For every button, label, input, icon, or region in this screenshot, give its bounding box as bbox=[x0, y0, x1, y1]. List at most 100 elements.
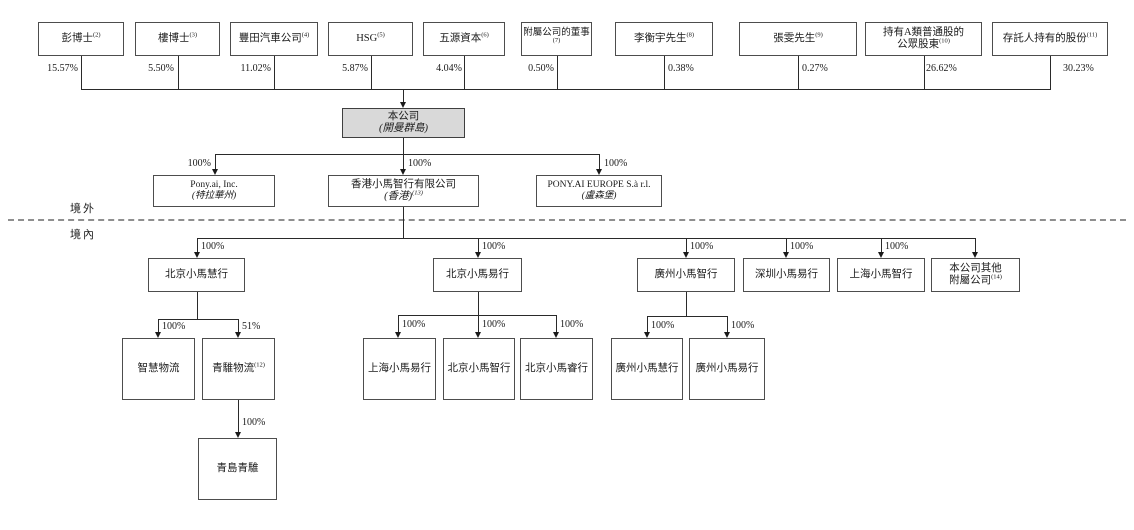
ownership-pct: 5.87% bbox=[342, 63, 368, 74]
subsidiary-box-zhihui-logistics: 智慧物流 bbox=[122, 338, 195, 400]
connector-line bbox=[398, 315, 399, 332]
ownership-pct: 100% bbox=[187, 158, 211, 169]
ownership-pct: 100% bbox=[560, 319, 584, 330]
arrowhead-icon bbox=[552, 332, 559, 338]
ownership-pct: 30.23% bbox=[1063, 63, 1094, 74]
ownership-pct: 100% bbox=[885, 241, 909, 252]
connector-line bbox=[686, 238, 687, 252]
connector-line bbox=[1050, 56, 1051, 89]
subsidiary-box-beijing-zhixing: 北京小馬智行 bbox=[443, 338, 515, 400]
ownership-pct: 100% bbox=[482, 319, 506, 330]
connector-line bbox=[464, 56, 465, 89]
ownership-pct: 5.50% bbox=[148, 63, 174, 74]
subsidiary-box-europe: PONY.AI EUROPE S.à r.l. (盧森堡) bbox=[536, 175, 662, 207]
connector-line bbox=[81, 56, 82, 89]
ownership-pct: 11.02% bbox=[240, 63, 271, 74]
company-box: 本公司 (開曼群島) bbox=[342, 108, 465, 138]
shareholder-box-zhangwen: 張雯先生(9) bbox=[739, 22, 857, 56]
connector-line bbox=[158, 319, 239, 320]
arrowhead-icon bbox=[394, 332, 401, 338]
connector-line bbox=[798, 56, 799, 89]
subsidiary-box-hongkong: 香港小馬智行有限公司 (香港)(13) bbox=[328, 175, 479, 207]
connector-line bbox=[403, 154, 404, 169]
connector-line bbox=[197, 292, 198, 319]
connector-line bbox=[478, 292, 479, 315]
connector-line bbox=[664, 56, 665, 89]
arrowhead-icon bbox=[474, 252, 481, 258]
arrowhead-icon bbox=[211, 169, 218, 175]
ownership-pct: 100% bbox=[604, 158, 628, 169]
connector-line bbox=[786, 238, 787, 252]
subsidiary-box-other: 本公司其他 附屬公司(14) bbox=[931, 258, 1020, 292]
arrowhead-icon bbox=[595, 169, 602, 175]
subsidiary-box-guangzhou-huixing: 廣州小馬慧行 bbox=[611, 338, 683, 400]
ownership-pct: 4.04% bbox=[436, 63, 462, 74]
shareholder-box-toyota: 豐田汽車公司(4) bbox=[230, 22, 318, 56]
connector-line bbox=[881, 238, 882, 252]
arrowhead-icon bbox=[723, 332, 730, 338]
ownership-pct: 100% bbox=[408, 158, 432, 169]
subsidiary-box-beijing-yixing: 北京小馬易行 bbox=[433, 258, 522, 292]
connector-line bbox=[599, 154, 600, 169]
shareholder-box-5ycapital: 五源資本(6) bbox=[423, 22, 505, 56]
connector-line bbox=[81, 89, 1051, 90]
ownership-pct: 51% bbox=[242, 321, 261, 332]
shareholder-box-lou: 樓博士(3) bbox=[135, 22, 220, 56]
connector-line bbox=[557, 56, 558, 89]
shareholder-box-directors: 附屬公司的董事(7) bbox=[521, 22, 592, 56]
ownership-pct: 0.27% bbox=[802, 63, 828, 74]
ownership-pct: 0.50% bbox=[528, 63, 554, 74]
connector-line bbox=[478, 238, 479, 252]
arrowhead-icon bbox=[474, 332, 481, 338]
ownership-pct: 26.62% bbox=[926, 63, 957, 74]
ownership-pct: 100% bbox=[731, 320, 755, 331]
connector-line bbox=[403, 207, 404, 238]
arrowhead-icon bbox=[877, 252, 884, 258]
shareholder-box-peng: 彭博士(2) bbox=[38, 22, 124, 56]
subsidiary-box-guangzhou-zhixing: 廣州小馬智行 bbox=[637, 258, 735, 292]
arrowhead-icon bbox=[971, 252, 978, 258]
connector-line bbox=[924, 56, 925, 89]
connector-line bbox=[647, 316, 648, 332]
arrowhead-icon bbox=[399, 102, 406, 108]
ownership-pct: 0.38% bbox=[668, 63, 694, 74]
ownership-pct: 100% bbox=[790, 241, 814, 252]
subsidiary-box-shanghai-zhixing: 上海小馬智行 bbox=[837, 258, 925, 292]
connector-line bbox=[975, 238, 976, 252]
connector-line bbox=[686, 292, 687, 316]
ownership-pct: 100% bbox=[651, 320, 675, 331]
connector-line bbox=[238, 400, 239, 432]
ownership-pct: 100% bbox=[242, 417, 266, 428]
subsidiary-box-beijing-ruixing: 北京小馬睿行 bbox=[520, 338, 593, 400]
subsidiary-box-shenzhen-yixing: 深圳小馬易行 bbox=[743, 258, 830, 292]
ownership-pct: 100% bbox=[162, 321, 186, 332]
connector-line bbox=[398, 315, 557, 316]
subsidiary-box-qingzhui-logistics: 青騅物流(12) bbox=[202, 338, 275, 400]
ownership-pct: 100% bbox=[690, 241, 714, 252]
connector-line bbox=[215, 154, 600, 155]
region-label-offshore: 境外 bbox=[70, 203, 96, 215]
divider-dashed bbox=[8, 219, 1126, 221]
connector-line bbox=[403, 138, 404, 154]
ownership-pct: 15.57% bbox=[47, 63, 78, 74]
connector-line bbox=[727, 316, 728, 332]
ownership-pct: 100% bbox=[402, 319, 426, 330]
connector-line bbox=[197, 238, 976, 239]
arrowhead-icon bbox=[193, 252, 200, 258]
connector-line bbox=[556, 315, 557, 332]
arrowhead-icon bbox=[234, 432, 241, 438]
shareholder-box-lihengyu: 李衡宇先生(8) bbox=[615, 22, 713, 56]
shareholder-box-public: 持有A類普通股的 公眾股東(10) bbox=[865, 22, 982, 56]
ownership-pct: 100% bbox=[201, 241, 225, 252]
arrowhead-icon bbox=[643, 332, 650, 338]
subsidiary-box-beijing-huixing: 北京小馬慧行 bbox=[148, 258, 245, 292]
arrowhead-icon bbox=[154, 332, 161, 338]
subsidiary-box-qingdao-qingzhui: 青島青騅 bbox=[198, 438, 277, 500]
connector-line bbox=[178, 56, 179, 89]
connector-line bbox=[371, 56, 372, 89]
arrowhead-icon bbox=[682, 252, 689, 258]
connector-line bbox=[197, 238, 198, 252]
region-label-onshore: 境內 bbox=[70, 229, 96, 241]
connector-line bbox=[238, 319, 239, 332]
